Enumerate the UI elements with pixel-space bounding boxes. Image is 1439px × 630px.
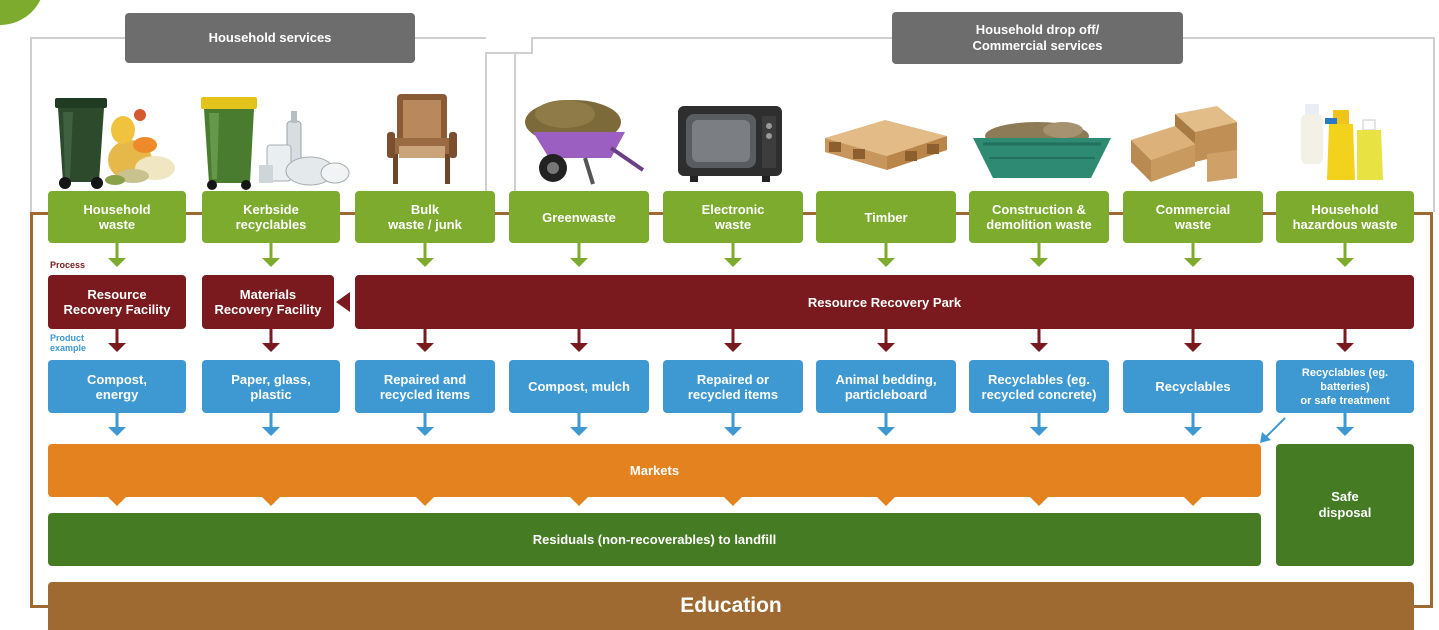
household-services-header: Household services xyxy=(125,13,415,63)
product-repaired-recycled-items: Repaired and recycled items xyxy=(355,360,495,413)
dropoff-outline-cover xyxy=(486,37,533,52)
dropoff-outline-link xyxy=(531,37,535,54)
product-arrow xyxy=(108,427,126,436)
product-arrow xyxy=(1184,427,1202,436)
recycling-bin-bottles-icon xyxy=(195,93,355,191)
product-arrow xyxy=(570,427,588,436)
stream-arrow xyxy=(570,258,588,267)
timber-pallet-icon xyxy=(815,118,955,178)
process-label: Process xyxy=(50,260,86,270)
old-chair-icon xyxy=(385,88,465,188)
markets-arrow xyxy=(570,497,588,506)
cardboard-boxes-icon xyxy=(1125,100,1245,186)
household-dropoff-header: Household drop off/ Commercial services xyxy=(892,12,1183,64)
process-arrow xyxy=(570,343,588,352)
stream-construction-demolition: Construction & demolition waste xyxy=(969,191,1109,243)
stream-arrow xyxy=(262,258,280,267)
process-arrow xyxy=(1336,343,1354,352)
stream-electronic-waste: Electronic waste xyxy=(663,191,803,243)
stream-arrow xyxy=(1030,258,1048,267)
mrf-to-park-arrow xyxy=(336,292,350,312)
stream-arrow xyxy=(108,258,126,267)
product-arrow xyxy=(1030,427,1048,436)
markets-arrow xyxy=(262,497,280,506)
product-animal-bedding: Animal bedding, particleboard xyxy=(816,360,956,413)
product-arrow xyxy=(262,427,280,436)
old-television-icon xyxy=(676,102,786,184)
markets-arrow xyxy=(877,497,895,506)
process-arrow xyxy=(262,343,280,352)
product-compost-energy: Compost, energy xyxy=(48,360,186,413)
process-resource-recovery-facility: Resource Recovery Facility xyxy=(48,275,186,329)
process-arrow xyxy=(108,343,126,352)
markets-arrow xyxy=(108,497,126,506)
hazardous-to-markets-connector xyxy=(1265,417,1286,438)
stream-household-hazardous: Household hazardous waste xyxy=(1276,191,1414,243)
stream-greenwaste: Greenwaste xyxy=(509,191,649,243)
stream-arrow xyxy=(724,258,742,267)
process-arrow xyxy=(1184,343,1202,352)
product-arrow xyxy=(1336,427,1354,436)
product-batteries-safe-treatment: Recyclables (eg. batteries) or safe trea… xyxy=(1276,360,1414,413)
product-compost-mulch: Compost, mulch xyxy=(509,360,649,413)
process-resource-recovery-park: Resource Recovery Park xyxy=(355,275,1414,329)
process-arrow xyxy=(1030,343,1048,352)
product-paper-glass-plastic: Paper, glass, plastic xyxy=(202,360,340,413)
wheelie-bin-food-scraps-icon xyxy=(45,90,190,190)
stream-arrow xyxy=(877,258,895,267)
product-recyclables: Recyclables xyxy=(1123,360,1263,413)
markets-arrow xyxy=(416,497,434,506)
process-arrow xyxy=(416,343,434,352)
stream-kerbside-recyclables: Kerbside recyclables xyxy=(202,191,340,243)
product-arrow xyxy=(416,427,434,436)
product-arrow xyxy=(724,427,742,436)
stream-arrow xyxy=(1336,258,1354,267)
stream-household-waste: Household waste xyxy=(48,191,186,243)
markets-arrow xyxy=(724,497,742,506)
safe-disposal-box: Safe disposal xyxy=(1276,444,1414,566)
dropoff-outline-step xyxy=(485,52,533,212)
stream-arrow xyxy=(416,258,434,267)
hazardous-to-markets-arrow xyxy=(1260,432,1271,443)
stream-arrow xyxy=(1184,258,1202,267)
stream-commercial-waste: Commercial waste xyxy=(1123,191,1263,243)
product-recycled-concrete: Recyclables (eg. recycled concrete) xyxy=(969,360,1109,413)
stream-timber: Timber xyxy=(816,191,956,243)
product-repaired-or-recycled: Repaired or recycled items xyxy=(663,360,803,413)
skip-bin-icon xyxy=(967,118,1117,184)
markets-box: Markets xyxy=(48,444,1261,497)
wheelbarrow-greenwaste-icon xyxy=(515,92,650,190)
stream-bulk-waste: Bulk waste / junk xyxy=(355,191,495,243)
process-arrow xyxy=(877,343,895,352)
product-example-label: Product example xyxy=(50,333,87,353)
markets-arrow xyxy=(1184,497,1202,506)
education-box: Education xyxy=(48,582,1414,630)
product-arrow xyxy=(877,427,895,436)
markets-arrow xyxy=(1030,497,1048,506)
chemical-bottles-icon xyxy=(1295,100,1395,184)
landfill-box: Residuals (non-recoverables) to landfill xyxy=(48,513,1261,566)
process-arrow xyxy=(724,343,742,352)
process-materials-recovery-facility: Materials Recovery Facility xyxy=(202,275,334,329)
